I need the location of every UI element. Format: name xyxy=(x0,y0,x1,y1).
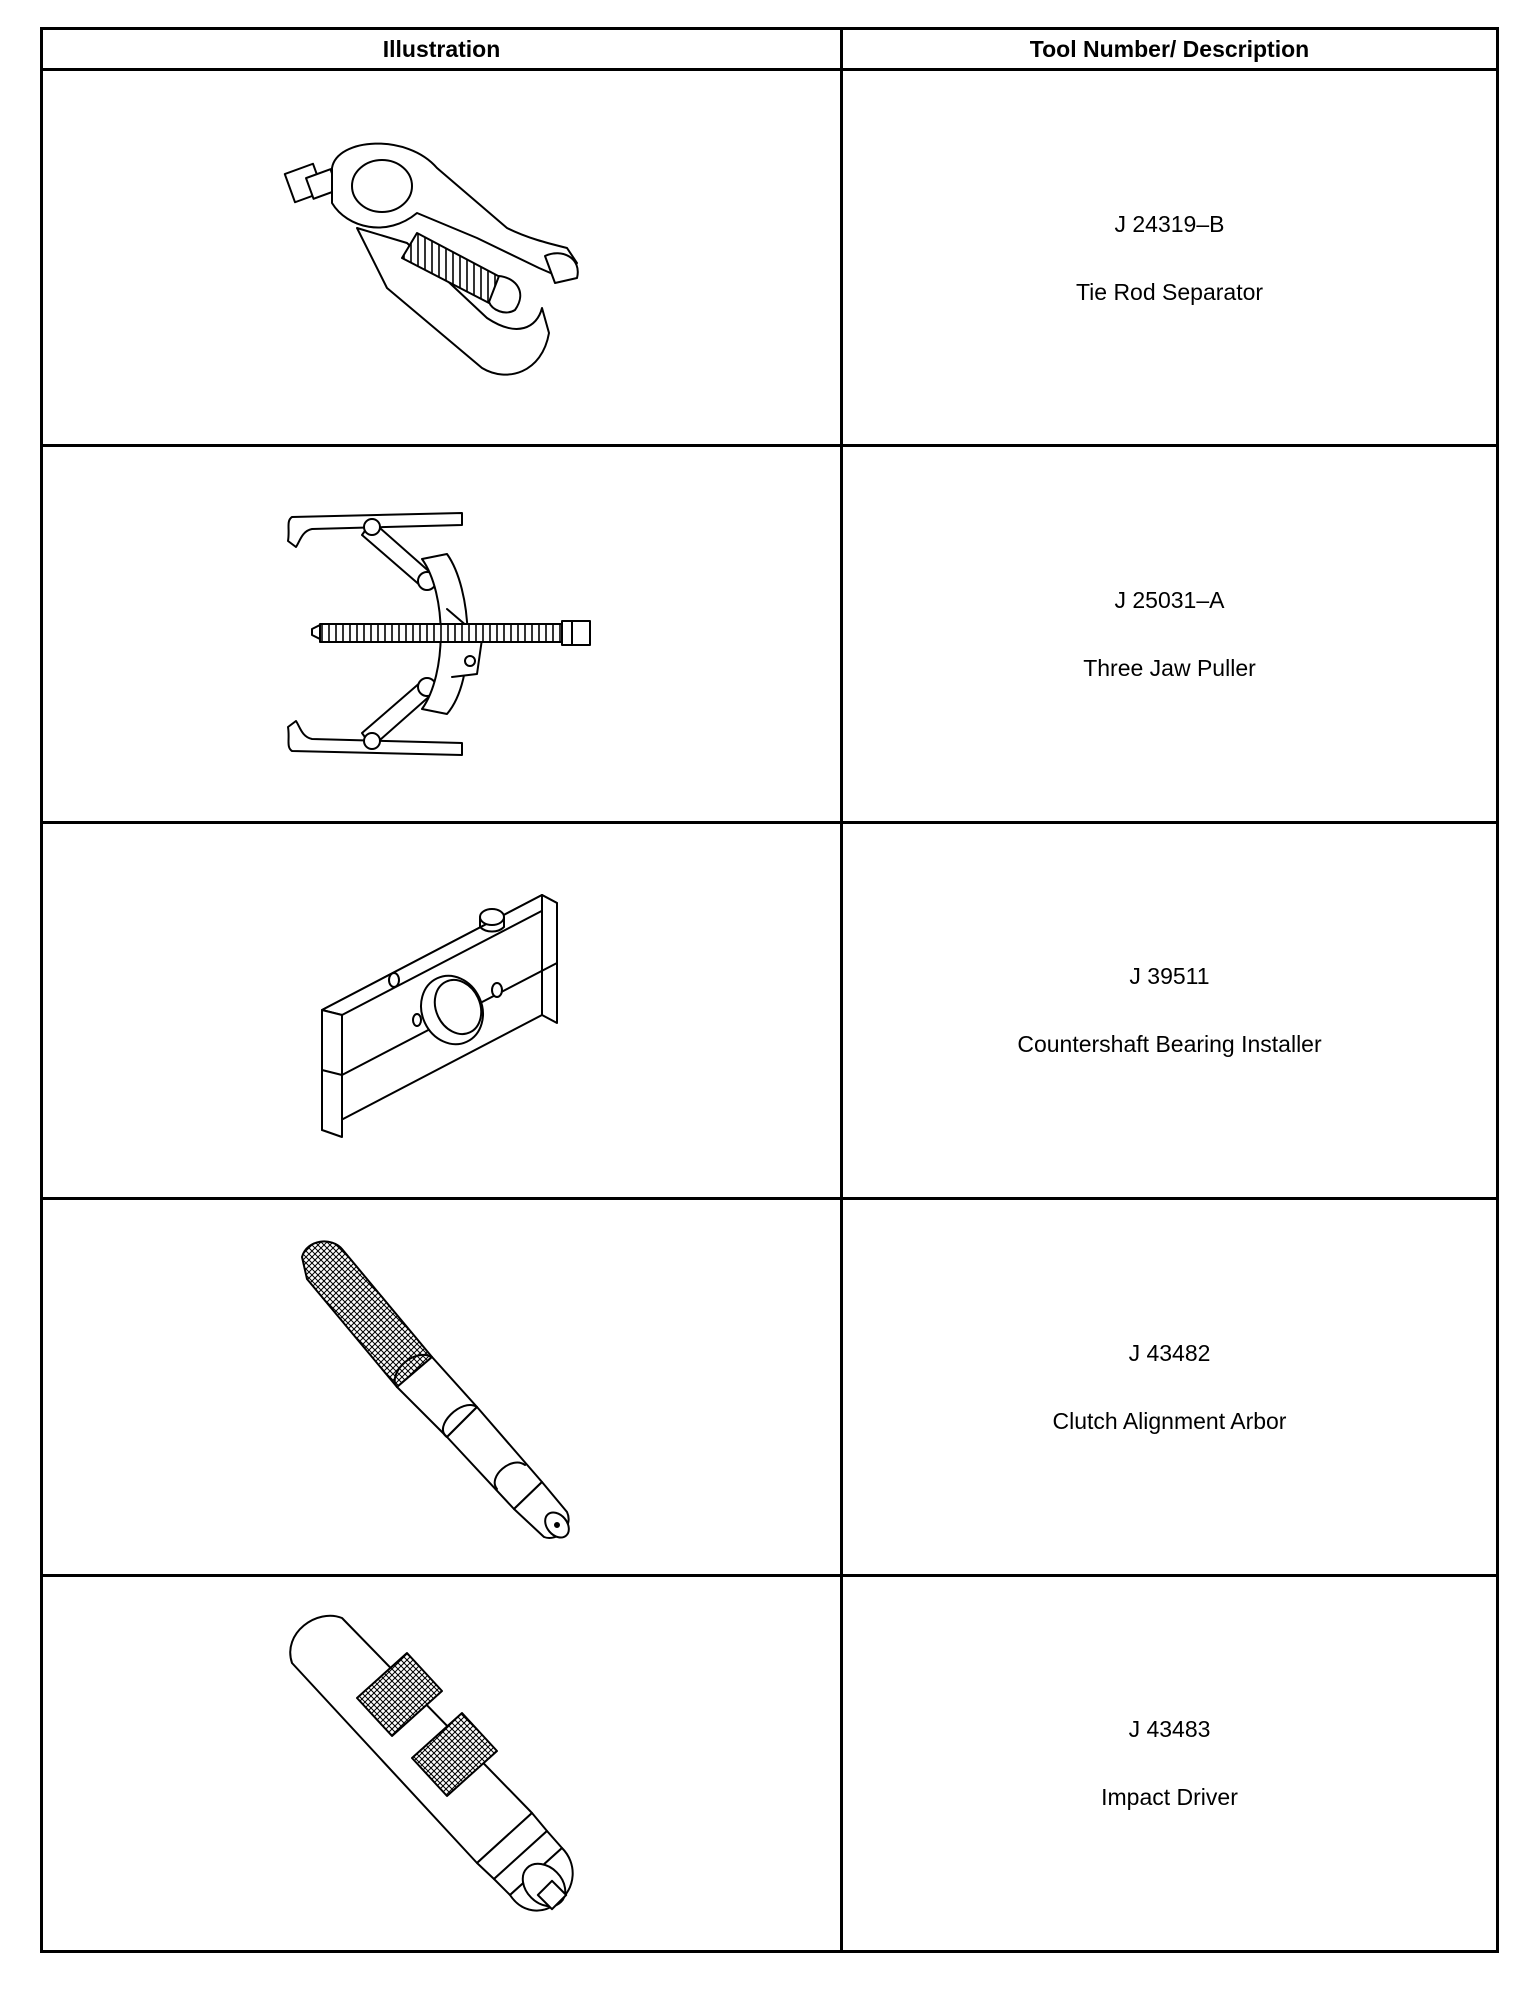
header-row: Illustration Tool Number/ Description xyxy=(40,27,1499,71)
bearing-installer-icon xyxy=(320,894,558,1139)
special-tools-table: Illustration Tool Number/ Description xyxy=(40,27,1499,1954)
description-cell: J 43483 Impact Driver xyxy=(840,1573,1499,1954)
illustration-cell xyxy=(40,820,843,1201)
illustration-cell xyxy=(40,1197,843,1577)
illustration-cell xyxy=(40,444,843,824)
table-row: J 24319–B Tie Rod Separator xyxy=(40,67,1499,448)
table-row: J 25031–A Three Jaw Puller xyxy=(40,444,1499,824)
alignment-arbor-icon xyxy=(300,1240,570,1539)
impact-driver-icon xyxy=(288,1615,574,1912)
table-row: J 39511 Countershaft Bearing Installer xyxy=(40,820,1499,1201)
three-jaw-puller-icon xyxy=(286,512,591,757)
header-tool-number-description: Tool Number/ Description xyxy=(840,27,1499,71)
table-row: J 43482 Clutch Alignment Arbor xyxy=(40,1197,1499,1577)
tool-description: Countershaft Bearing Installer xyxy=(1017,1031,1322,1058)
description-cell: J 24319–B Tie Rod Separator xyxy=(840,67,1499,448)
illustration-cell xyxy=(40,1573,843,1954)
tool-description: Tie Rod Separator xyxy=(1075,278,1264,305)
tool-description: Three Jaw Puller xyxy=(1083,655,1256,682)
header-illustration: Illustration xyxy=(40,27,843,71)
tie-rod-separator-icon xyxy=(283,142,579,376)
table-row: J 43483 Impact Driver xyxy=(40,1573,1499,1954)
description-cell: J 25031–A Three Jaw Puller xyxy=(840,444,1499,824)
illustration-cell xyxy=(40,67,843,448)
tool-number: J 43482 xyxy=(1128,1339,1211,1366)
tool-number: J 39511 xyxy=(1129,963,1210,990)
tool-description: Clutch Alignment Arbor xyxy=(1052,1407,1287,1434)
tool-number: J 24319–B xyxy=(1114,210,1225,237)
tool-description: Impact Driver xyxy=(1101,1784,1238,1811)
tool-number: J 25031–A xyxy=(1114,587,1225,614)
description-cell: J 39511 Countershaft Bearing Installer xyxy=(840,820,1499,1201)
description-cell: J 43482 Clutch Alignment Arbor xyxy=(840,1197,1499,1577)
tool-number: J 43483 xyxy=(1128,1716,1211,1743)
